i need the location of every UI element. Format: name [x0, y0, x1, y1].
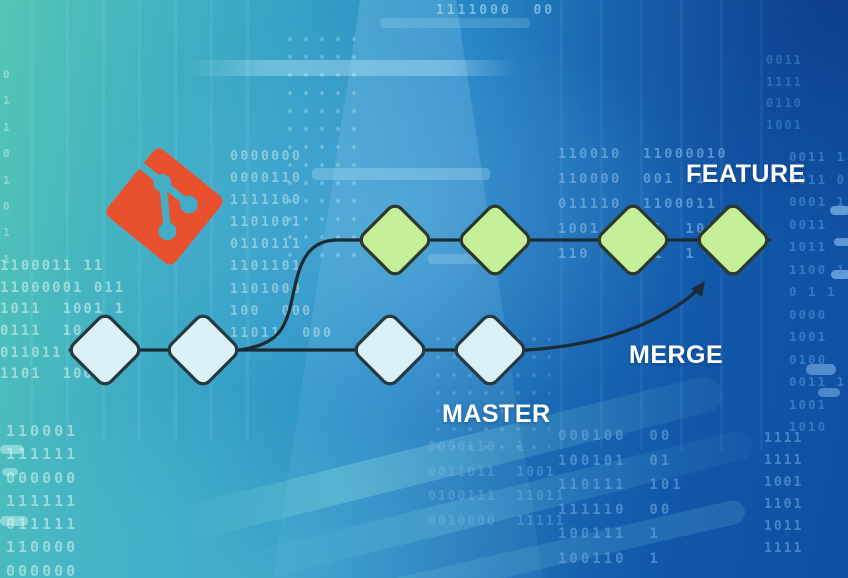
merge-label: MERGE — [629, 341, 724, 369]
merge-arrowhead — [691, 281, 705, 297]
master-branch-label: MASTER — [442, 400, 551, 428]
commit-node-master-1 — [69, 314, 141, 386]
commit-node-feature-3 — [597, 204, 669, 276]
git-logo-shape — [106, 148, 223, 265]
commit-node-feature-1 — [359, 204, 431, 276]
branch-off-curve — [238, 238, 338, 352]
commit-node-feature-2 — [459, 204, 531, 276]
merge-arrow-curve — [525, 283, 704, 352]
commit-node-master-2 — [167, 314, 239, 386]
commit-node-feature-4 — [697, 204, 769, 276]
feature-branch-label: FEATURE — [686, 160, 806, 188]
commit-node-master-3 — [354, 314, 426, 386]
commit-node-master-4 — [454, 314, 526, 386]
git-logo-icon — [97, 139, 232, 274]
